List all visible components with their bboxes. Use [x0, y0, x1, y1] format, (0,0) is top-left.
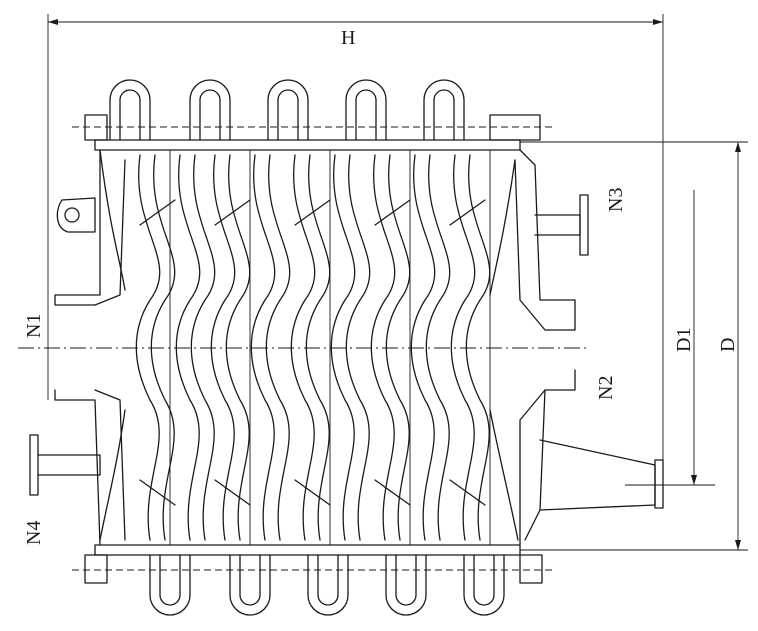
- u-bend: [149, 554, 191, 616]
- tube: [250, 154, 276, 541]
- tube: [175, 154, 201, 541]
- tube: [150, 154, 176, 541]
- tube: [265, 154, 291, 541]
- label-d: D: [717, 338, 739, 352]
- dimension-d: D: [520, 142, 748, 551]
- u-bend: [189, 79, 231, 141]
- tube: [370, 154, 396, 541]
- u-bend: [307, 554, 349, 616]
- dimension-d1: D1: [520, 141, 748, 486]
- tube: [410, 154, 436, 541]
- label-n1: N1: [23, 314, 45, 338]
- outlet-cone: [539, 439, 664, 511]
- tube: [425, 154, 451, 541]
- u-bend: [267, 79, 309, 141]
- tube: [225, 154, 251, 541]
- dimension-h: H: [47, 14, 664, 505]
- nozzle-n4: N4: [23, 434, 101, 545]
- label-n4: N4: [23, 521, 45, 545]
- tube: [290, 154, 316, 541]
- label-n3: N3: [605, 188, 627, 212]
- tube: [305, 154, 331, 541]
- u-bend: [385, 554, 427, 616]
- tube: [135, 154, 161, 541]
- tube: [385, 154, 411, 541]
- label-h: H: [341, 27, 355, 49]
- tube: [190, 154, 216, 541]
- nozzle-n3: N3: [534, 188, 627, 256]
- u-bend: [423, 79, 465, 141]
- bottom-u-bends: [72, 554, 555, 616]
- top-u-bends: [72, 79, 555, 141]
- tube: [465, 154, 491, 541]
- label-n2: N2: [595, 376, 617, 400]
- tube: [330, 154, 356, 541]
- tube: [345, 154, 371, 541]
- tube-bundle: [135, 150, 491, 545]
- u-bend: [109, 79, 151, 141]
- u-bend: [229, 554, 271, 616]
- u-bend: [463, 554, 505, 616]
- u-bend: [345, 79, 387, 141]
- shell: [54, 139, 576, 556]
- label-d1: D1: [673, 328, 695, 352]
- tube: [210, 154, 236, 541]
- tube: [450, 154, 476, 541]
